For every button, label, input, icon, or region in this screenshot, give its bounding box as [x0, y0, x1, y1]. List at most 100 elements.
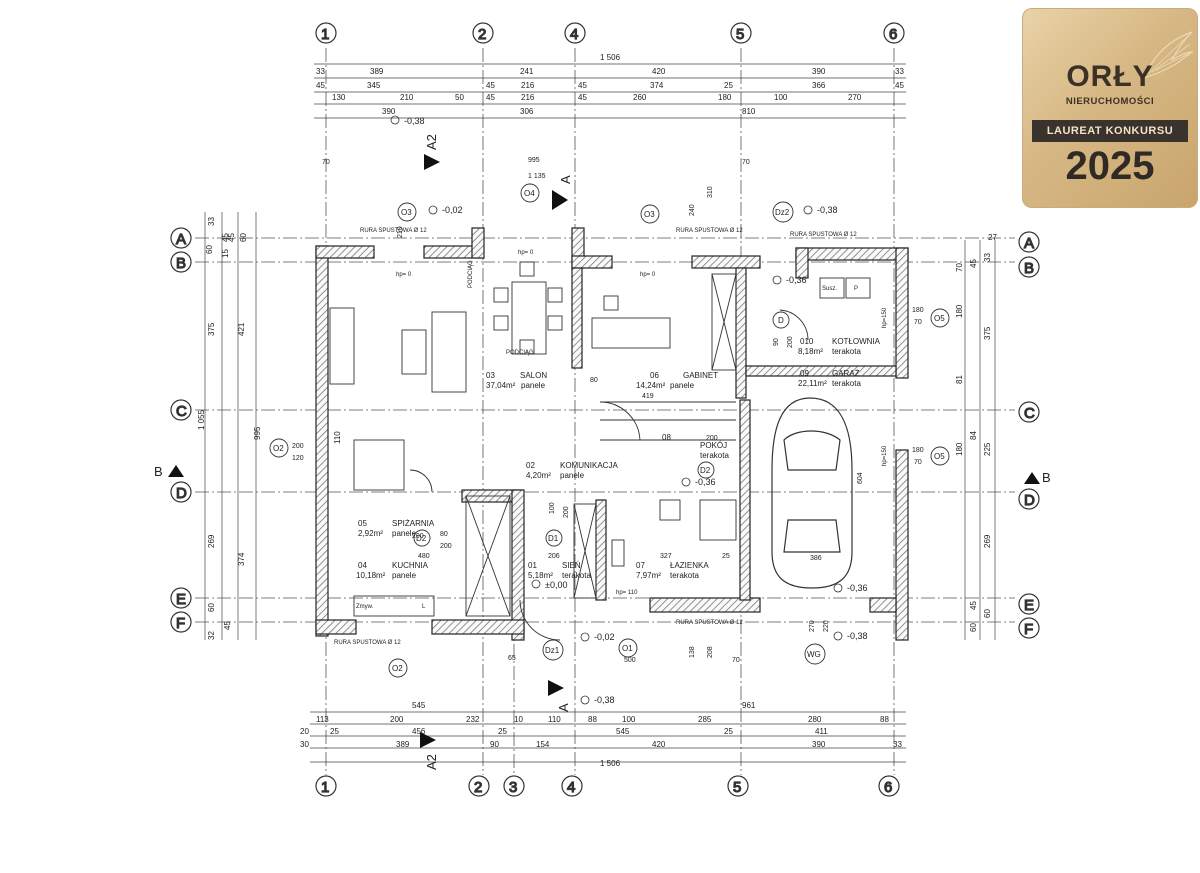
svg-text:419: 419 [642, 393, 654, 400]
opening-tags: O3 O4 O3 Dz2 O5 O5 O2 O2 D2 D1 D2 O1 Dz1… [269, 183, 950, 678]
svg-text:65: 65 [508, 655, 516, 662]
svg-text:200: 200 [787, 336, 794, 348]
right-dimension-chains: 27 45 33 70 180 375 81 180 84 225 269 45… [955, 233, 997, 640]
inner-dimension-values: 995 1 135 70 70 310 240 210 200 200 120 … [292, 157, 924, 664]
room-komunikacja-area: 4,20m² [526, 471, 551, 480]
svg-text:PODCIĄG: PODCIĄG [468, 260, 474, 288]
svg-text:327: 327 [660, 553, 672, 560]
svg-text:604: 604 [857, 472, 864, 484]
svg-text:100: 100 [622, 715, 636, 724]
svg-text:995: 995 [528, 157, 540, 164]
svg-text:345: 345 [367, 81, 381, 90]
section-a2-top: A2 [424, 134, 439, 150]
svg-text:1 506: 1 506 [600, 759, 621, 768]
svg-text:375: 375 [983, 326, 992, 340]
svg-text:210: 210 [397, 226, 404, 238]
axis-label: F [1024, 621, 1033, 638]
section-b-left: B [154, 464, 163, 479]
axis-label: A [176, 231, 186, 248]
svg-text:389: 389 [396, 740, 410, 749]
axis-label: 4 [570, 26, 578, 43]
svg-text:220: 220 [823, 620, 830, 632]
svg-text:374: 374 [650, 81, 664, 90]
svg-text:200: 200 [563, 506, 570, 518]
svg-text:-0,02: -0,02 [442, 205, 463, 215]
axis-label: 5 [733, 779, 741, 796]
svg-text:25: 25 [498, 727, 507, 736]
section-b-right: B [1042, 470, 1051, 485]
axis-label: 2 [474, 779, 482, 796]
svg-text:113: 113 [316, 715, 329, 724]
room-komunikacja-floor: panele [560, 471, 585, 480]
annotation-labels: RURA SPUSTOWA Ø 12 RURA SPUSTOWA Ø 12 RU… [334, 228, 888, 646]
svg-text:45: 45 [486, 81, 495, 90]
axis-label: D [176, 485, 187, 502]
axis-label: B [176, 255, 186, 272]
award-badge: ORŁY NIERUCHOMOŚCI LAUREAT KONKURSU 2025 [1022, 8, 1198, 208]
svg-text:PODCIĄG: PODCIĄG [506, 350, 534, 356]
svg-text:70: 70 [914, 459, 922, 466]
svg-text:389: 389 [370, 67, 384, 76]
svg-text:88: 88 [880, 715, 889, 724]
room-kotlownia-num: 010 [800, 337, 814, 346]
axis-label: 6 [884, 779, 892, 796]
rura-label: RURA SPUSTOWA Ø 12 [676, 228, 743, 234]
svg-text:33: 33 [895, 67, 904, 76]
room-gabinet-name: GABINET [683, 371, 718, 380]
rura-label: RURA SPUSTOWA Ø 12 [360, 228, 427, 234]
svg-text:O3: O3 [401, 208, 412, 217]
section-a-top: A [558, 175, 573, 184]
svg-text:45: 45 [221, 233, 230, 242]
axis-label: 3 [509, 779, 517, 796]
axis-grid-lines [195, 48, 1015, 775]
svg-text:70: 70 [955, 263, 964, 272]
svg-text:hp=150: hp=150 [882, 307, 888, 328]
room-spizarnia-floor: panele [392, 529, 417, 538]
top-dimension-chains: 1 506 33 389 241 420 390 33 45 345 45 21… [314, 53, 906, 119]
axis-label: 2 [478, 26, 486, 43]
svg-text:995: 995 [253, 426, 262, 440]
svg-text:-0,38: -0,38 [847, 631, 868, 641]
svg-text:70: 70 [914, 319, 922, 326]
room-komunikacja-name: KOMUNIKACJA [560, 461, 618, 470]
svg-text:-0,38: -0,38 [404, 116, 425, 126]
svg-text:Zmyw.: Zmyw. [356, 604, 374, 610]
room-sien-num: 01 [528, 561, 537, 570]
svg-text:-0,36: -0,36 [847, 583, 868, 593]
svg-text:138: 138 [689, 646, 696, 658]
rura-label: RURA SPUSTOWA Ø 12 [334, 640, 401, 646]
axis-label: 1 [321, 26, 329, 43]
room-spizarnia-num: 05 [358, 519, 367, 528]
svg-text:210: 210 [400, 93, 414, 102]
axis-label: F [176, 615, 185, 632]
svg-text:10: 10 [514, 715, 523, 724]
room-kuchnia-num: 04 [358, 561, 367, 570]
room-lazienka-num: 07 [636, 561, 645, 570]
svg-text:-0,02: -0,02 [594, 632, 615, 642]
room-pokoj-name: POKÓJ [700, 441, 727, 450]
svg-text:84: 84 [969, 431, 978, 440]
svg-text:421: 421 [237, 322, 246, 336]
svg-text:386: 386 [810, 555, 822, 562]
svg-text:Dz2: Dz2 [775, 208, 790, 217]
svg-text:27: 27 [988, 233, 997, 242]
section-a2-bottom: A2 [424, 754, 439, 770]
room-lazienka-name: ŁAZIENKA [670, 561, 709, 570]
room-salon-name: SALON [520, 371, 547, 380]
svg-text:60: 60 [983, 609, 992, 618]
svg-text:110: 110 [548, 715, 561, 724]
room-sien-name: SIEŃ [562, 561, 581, 570]
svg-text:O1: O1 [622, 644, 633, 653]
svg-text:15: 15 [221, 249, 230, 258]
room-gabinet-area: 14,24m² [636, 381, 666, 390]
svg-text:33: 33 [207, 217, 216, 226]
svg-text:45: 45 [227, 233, 236, 242]
svg-text:60: 60 [239, 233, 248, 242]
axis-bubbles: 1 2 4 5 6 1 2 3 4 5 6 A B C D E F A B C … [170, 22, 1040, 797]
svg-text:60: 60 [969, 623, 978, 632]
svg-text:130: 130 [332, 93, 346, 102]
svg-text:D: D [778, 316, 784, 325]
svg-text:-0,38: -0,38 [594, 695, 615, 705]
svg-text:hp=150: hp=150 [882, 445, 888, 466]
walls [315, 227, 909, 641]
